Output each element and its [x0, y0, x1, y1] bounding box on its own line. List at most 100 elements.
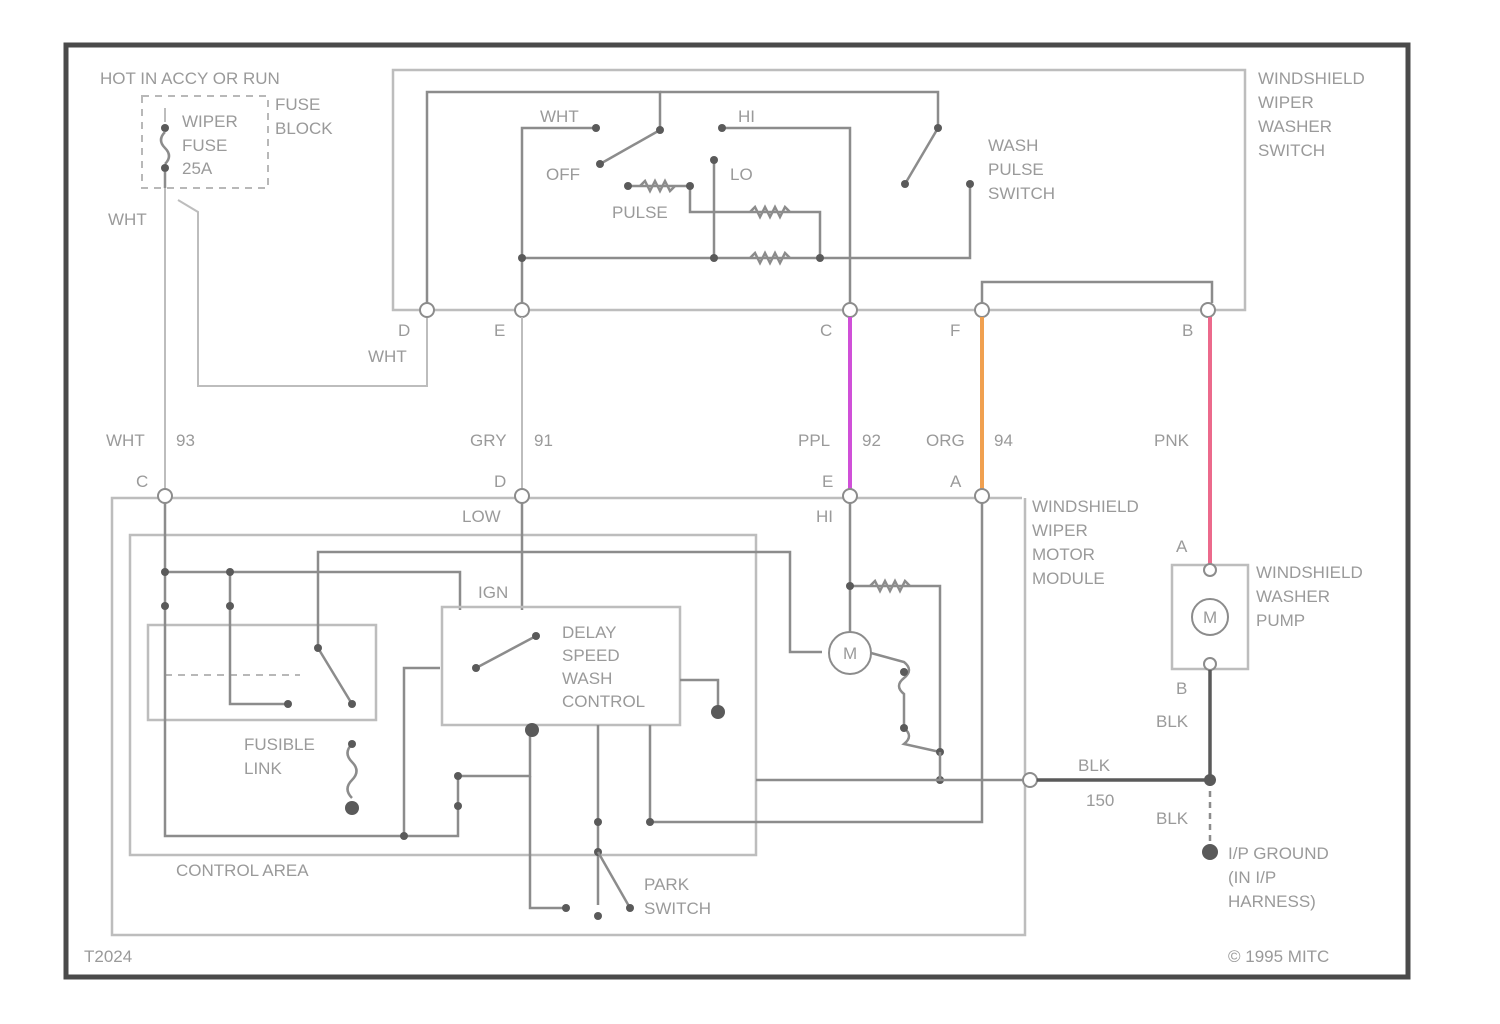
pin-label: C — [820, 321, 832, 340]
delay-control-label: SPEED — [562, 646, 620, 665]
connector-pin — [158, 489, 172, 503]
switch-position-label: LO — [730, 165, 753, 184]
pump-pin-label: A — [1176, 537, 1188, 556]
connector-pin — [1204, 564, 1216, 576]
fuse-rating-label: 25A — [182, 159, 213, 178]
wash-switch-label: SWITCH — [988, 184, 1055, 203]
wire-color-label: WHT — [368, 347, 407, 366]
hot-in-label: HOT IN ACCY OR RUN — [100, 69, 280, 88]
switch-title: WIPER — [1258, 93, 1314, 112]
ground-label: (IN I/P — [1228, 868, 1276, 887]
motor-module-label: MOTOR — [1032, 545, 1095, 564]
fuse-symbol — [161, 132, 169, 164]
motor-module-label: MODULE — [1032, 569, 1105, 588]
pin-label: E — [822, 472, 833, 491]
circuit-number-label: 150 — [1086, 791, 1114, 810]
relay-blade — [476, 636, 536, 668]
connector-pin — [1204, 658, 1216, 670]
connector-pin — [975, 303, 989, 317]
fuse-name-label: WIPER — [182, 112, 238, 131]
motor-module-label: WINDSHIELD — [1032, 497, 1139, 516]
control-area-label: CONTROL AREA — [176, 861, 309, 880]
motor-symbol-label: M — [843, 644, 857, 663]
low-label: LOW — [462, 507, 501, 526]
switch-title: WASHER — [1258, 117, 1332, 136]
pin-label: C — [136, 472, 148, 491]
wire-color-label: GRY — [470, 431, 507, 450]
fuse-block-label: FUSE — [275, 95, 320, 114]
switch-internal-wire — [722, 128, 850, 310]
copyright-label: © 1995 MITC — [1228, 947, 1329, 966]
switch-blade — [600, 130, 660, 164]
fusible-link-label: LINK — [244, 759, 282, 778]
fuse-block-label: BLOCK — [275, 119, 333, 138]
circuit-number-label: 91 — [534, 431, 553, 450]
park-switch-blade — [598, 852, 630, 908]
connector-pin — [843, 303, 857, 317]
switch-internal-wire — [522, 185, 970, 258]
switch-position-label: OFF — [546, 165, 580, 184]
pin-label: B — [1182, 321, 1193, 340]
wire-color-label: PPL — [798, 431, 830, 450]
delay-control-label: WASH — [562, 669, 612, 688]
switch-title: SWITCH — [1258, 141, 1325, 160]
figure-id: T2024 — [84, 947, 132, 966]
connector-pin — [420, 303, 434, 317]
fuse-name-label: FUSE — [182, 136, 227, 155]
delay-control-label: DELAY — [562, 623, 617, 642]
switch-internal-wire — [982, 282, 1212, 303]
module-internal-wire — [404, 668, 440, 836]
connector-pin — [515, 489, 529, 503]
wire-color-label: WHT — [106, 431, 145, 450]
pin-label: F — [950, 321, 960, 340]
connector-pin — [515, 303, 529, 317]
switch-blade — [905, 128, 938, 184]
wire-color-label: WHT — [108, 210, 147, 229]
ground-label: I/P GROUND — [1228, 844, 1329, 863]
park-switch-label: PARK — [644, 875, 690, 894]
circuit-number-label: 94 — [994, 431, 1013, 450]
connector-pin — [1023, 773, 1037, 787]
module-internal-wire — [404, 776, 458, 836]
wire-color-label: BLK — [1156, 712, 1189, 731]
pump-symbol-label: M — [1203, 608, 1217, 627]
fusible-link-blade — [318, 648, 352, 704]
motor-module-label: WIPER — [1032, 521, 1088, 540]
module-internal-wire — [165, 572, 460, 610]
switch-internal-wire — [522, 128, 596, 310]
pin-label: D — [494, 472, 506, 491]
module-internal-wire — [458, 730, 530, 776]
hi-label: HI — [816, 507, 833, 526]
switch-internal-wire — [690, 186, 820, 258]
delay-control-label: CONTROL — [562, 692, 645, 711]
pump-pin-label: B — [1176, 679, 1187, 698]
circuit-number-label: 93 — [176, 431, 195, 450]
switch-position-label: WHT — [540, 107, 579, 126]
module-internal-wire — [230, 572, 288, 704]
switch-internal-wire — [660, 92, 938, 128]
ground-label: HARNESS) — [1228, 892, 1316, 911]
ground-point-icon — [1202, 844, 1218, 860]
wire-color-label: BLK — [1078, 756, 1111, 775]
pin-label: E — [494, 321, 505, 340]
washer-pump-label: WINDSHIELD — [1256, 563, 1363, 582]
washer-pump-label: WASHER — [1256, 587, 1330, 606]
connector-pin — [975, 489, 989, 503]
wire-color-label: PNK — [1154, 431, 1190, 450]
wash-switch-label: PULSE — [988, 160, 1044, 179]
circuit-number-label: 92 — [862, 431, 881, 450]
wash-switch-label: WASH — [988, 136, 1038, 155]
switch-title: WINDSHIELD — [1258, 69, 1365, 88]
connector-pin — [843, 489, 857, 503]
park-switch-label: SWITCH — [644, 899, 711, 918]
connector-pin — [1201, 303, 1215, 317]
motor-winding — [871, 653, 940, 752]
switch-position-label: PULSE — [612, 203, 668, 222]
fusible-link-symbol — [348, 744, 357, 798]
ign-label: IGN — [478, 583, 508, 602]
wire-color-label: BLK — [1156, 809, 1189, 828]
fusible-link-label: FUSIBLE — [244, 735, 315, 754]
pin-label: D — [398, 321, 410, 340]
pin-label: A — [950, 472, 962, 491]
